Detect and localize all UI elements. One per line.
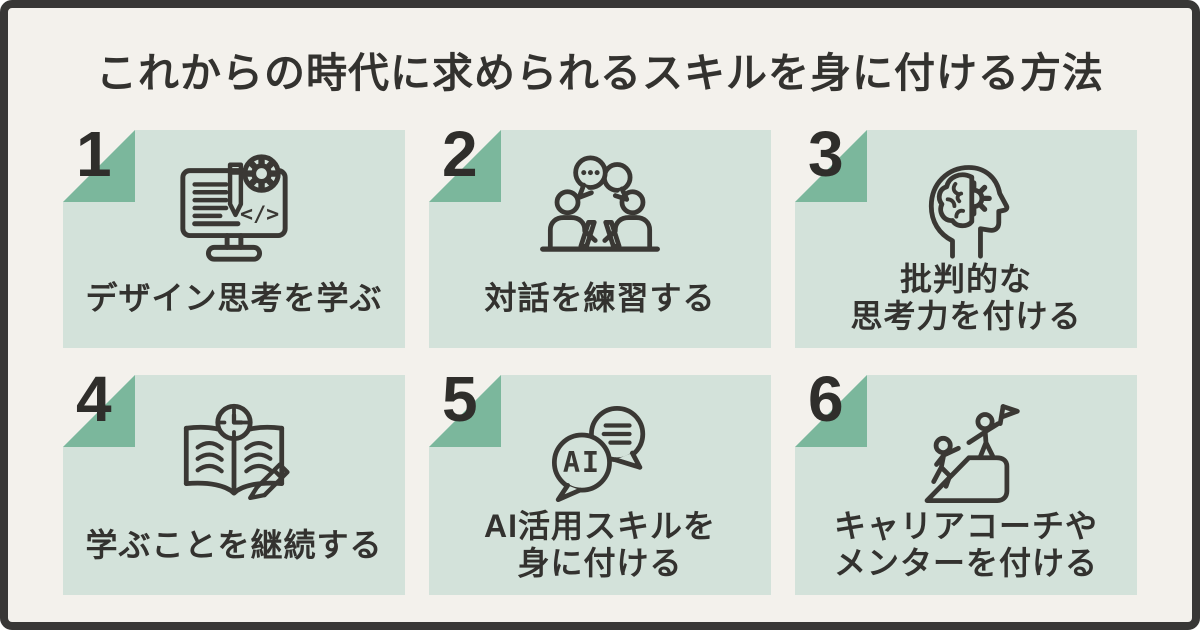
step-number: 3	[808, 118, 844, 190]
step-label: キャリアコーチや メンターを付ける	[795, 503, 1137, 587]
label-line: 対話を練習する	[484, 279, 716, 316]
career-coach-icon	[795, 397, 1137, 511]
skill-card-6: 6 キャリアコーチや メンターを付ける	[795, 367, 1137, 595]
step-number: 4	[76, 363, 112, 435]
label-line: メンターを付ける	[833, 545, 1098, 581]
label-line: デザイン思考を学ぶ	[85, 279, 383, 316]
label-line: AI活用スキルを	[483, 508, 716, 544]
step-label: AI活用スキルを 身に付ける	[429, 503, 771, 587]
step-number: 2	[442, 118, 478, 190]
dialogue-icon	[429, 152, 771, 264]
page-title: これからの時代に求められるスキルを身に付ける方法	[96, 50, 1104, 96]
design-thinking-icon: </>	[63, 152, 405, 266]
skill-card-5: 5 AI AI活用スキルを 身に付ける	[429, 367, 771, 595]
skill-card-4: 4 学ぶことを継続する	[63, 367, 405, 595]
skill-card-3: 3 批判的な 思考力を付ける	[795, 122, 1137, 348]
step-label: 批判的な 思考力を付ける	[795, 256, 1137, 340]
continuous-learning-icon	[63, 397, 405, 511]
label-line: 批判的な	[899, 261, 1032, 297]
cards-grid: 1 </> デザイン思考を学ぶ	[63, 122, 1137, 595]
ai-skills-icon: AI	[429, 397, 771, 511]
step-number: 6	[808, 363, 844, 435]
step-label: 対話を練習する	[429, 256, 771, 340]
label-line: 学ぶことを継続する	[85, 526, 383, 563]
svg-text:AI: AI	[563, 446, 601, 479]
skill-card-2: 2	[429, 122, 771, 348]
label-line: キャリアコーチや	[833, 508, 1098, 544]
critical-thinking-icon	[795, 152, 1137, 264]
step-label: デザイン思考を学ぶ	[63, 256, 405, 340]
skill-card-1: 1 </> デザイン思考を学ぶ	[63, 122, 405, 348]
svg-text:</>: </>	[240, 202, 279, 227]
step-label: 学ぶことを継続する	[63, 503, 405, 587]
label-line: 身に付ける	[517, 545, 683, 581]
label-line: 思考力を付ける	[850, 298, 1082, 334]
step-number: 1	[76, 118, 112, 190]
step-number: 5	[442, 363, 478, 435]
